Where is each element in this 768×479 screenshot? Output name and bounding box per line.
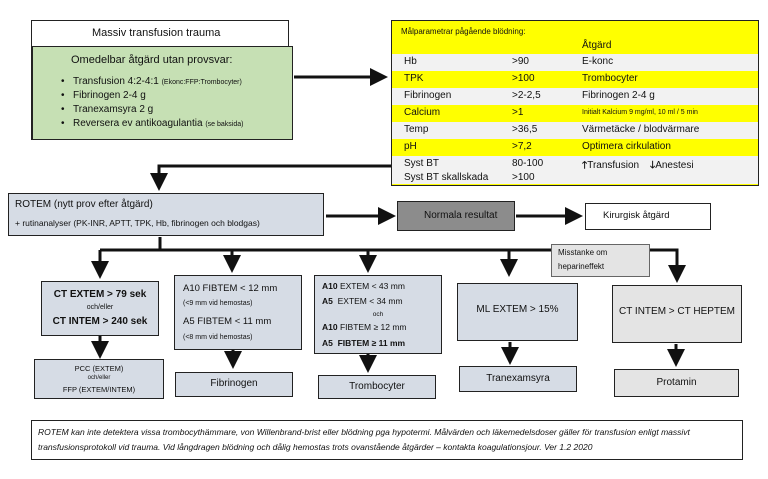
ml-criterion: ML EXTEM > 15% [476,304,559,315]
fibtem-criteria-box: A10 FIBTEM < 12 mm (<9 mm vid hemostas) … [174,275,302,350]
fibtem-a5: A5 FIBTEM < 11 mm [183,316,272,327]
platelet-and: och [372,311,384,318]
immediate-item: Fibrinogen 2-4 g [61,90,146,101]
heptem-criteria-box: CT INTEM > CT HEPTEM [612,285,742,343]
immediate-item: Reversera ev antikoagulantia (se baksida… [61,118,243,129]
rotem-box: ROTEM (nytt prov efter åtgärd) + rutinan… [8,193,324,236]
protamin-result-box: Protamin [614,369,739,397]
footnote: ROTEM kan inte detektera vissa trombocyt… [31,420,743,460]
arrow-up-icon: 🡑 [582,160,588,171]
ct-result-ffp: FFP (EXTEM/INTEM) [62,385,136,394]
platelet-a10-extem: A10 EXTEM < 43 mm [322,281,405,291]
title-box: Massiv transfusion trauma [31,20,289,47]
tranexamic-result-box: Tranexamsyra [459,366,577,392]
ct-result-box: PCC (EXTEM) och/eller FFP (EXTEM/INTEM) [34,359,164,399]
bt-up-action: 🡑Transfusion [582,160,640,171]
platelet-a5-extem: A5 EXTEM < 34 mm [322,296,403,306]
normal-results-box: Normala resultat [397,201,515,231]
page-title: Massiv transfusion trauma [92,27,221,39]
heptem-criterion: CT INTEM > CT HEPTEM [618,306,736,317]
arrow-down-icon: 🡓 [650,160,656,171]
platelet-a5-fibtem: A5 FIBTEM ≥ 11 mm [322,338,406,348]
fibrinogen-result-box: Fibrinogen [175,372,293,397]
normal-results-label: Normala resultat [424,210,498,221]
fibrinogen-result: Fibrinogen [210,378,258,389]
rotem-subtitle: + rutinanalyser (PK-INR, APTT, TPK, Hb, … [15,218,260,228]
heparin-line1: Misstanke om [558,248,608,257]
immediate-actions-box: Omedelbar åtgärd utan provsvar: Transfus… [31,46,293,140]
immediate-heading: Omedelbar åtgärd utan provsvar: [71,54,233,66]
ct-result-or: och/eller [87,375,111,381]
platelet-a10-fibtem: A10 FIBTEM ≥ 12 mm [322,322,407,332]
ct-criteria-box: CT EXTEM > 79 sek och/eller CT INTEM > 2… [41,281,159,336]
surgical-action-label: Kirurgisk åtgärd [603,210,670,221]
immediate-item: Tranexamsyra 2 g [61,104,153,115]
platelet-criteria-box: A10 EXTEM < 43 mm A5 EXTEM < 34 mm och A… [314,275,442,354]
arrow-heparin-to-ct2 [651,248,686,283]
bt-down-action: 🡓Anestesi [650,160,694,171]
ct-extem-criterion: CT EXTEM > 79 sek [53,289,147,300]
fibtem-a5-note: (<8 mm vid hemostas) [183,334,253,341]
rotem-title: ROTEM (nytt prov efter åtgärd) [15,199,153,210]
platelet-result-box: Trombocyter [318,375,436,399]
protamin-result: Protamin [656,377,697,388]
tranexamic-result: Tranexamsyra [486,373,550,384]
ml-criteria-box: ML EXTEM > 15% [457,283,578,341]
platelet-result: Trombocyter [349,381,405,392]
fibtem-a10-note: (<9 mm vid hemostas) [183,300,253,307]
target-parameters-box: Målparametrar pågående blödning: Åtgärd … [391,20,759,186]
heparin-line2: heparineffekt [558,262,605,271]
ct-or: och/eller [86,304,114,311]
fibtem-a10: A10 FIBTEM < 12 mm [183,283,278,294]
ct-result-pcc: PCC (EXTEM) [74,364,124,373]
immediate-item: Transfusion 4:2-4:1 (Ekonc:FFP:Trombocyt… [61,76,242,87]
targets-action-header: Åtgärd [582,40,612,51]
ct-intem-criterion: CT INTEM > 240 sek [52,316,148,327]
heparin-box: Misstanke om heparineffekt [551,244,650,277]
surgical-action-box: Kirurgisk åtgärd [585,203,711,230]
targets-heading: Målparametrar pågående blödning: [401,27,526,36]
